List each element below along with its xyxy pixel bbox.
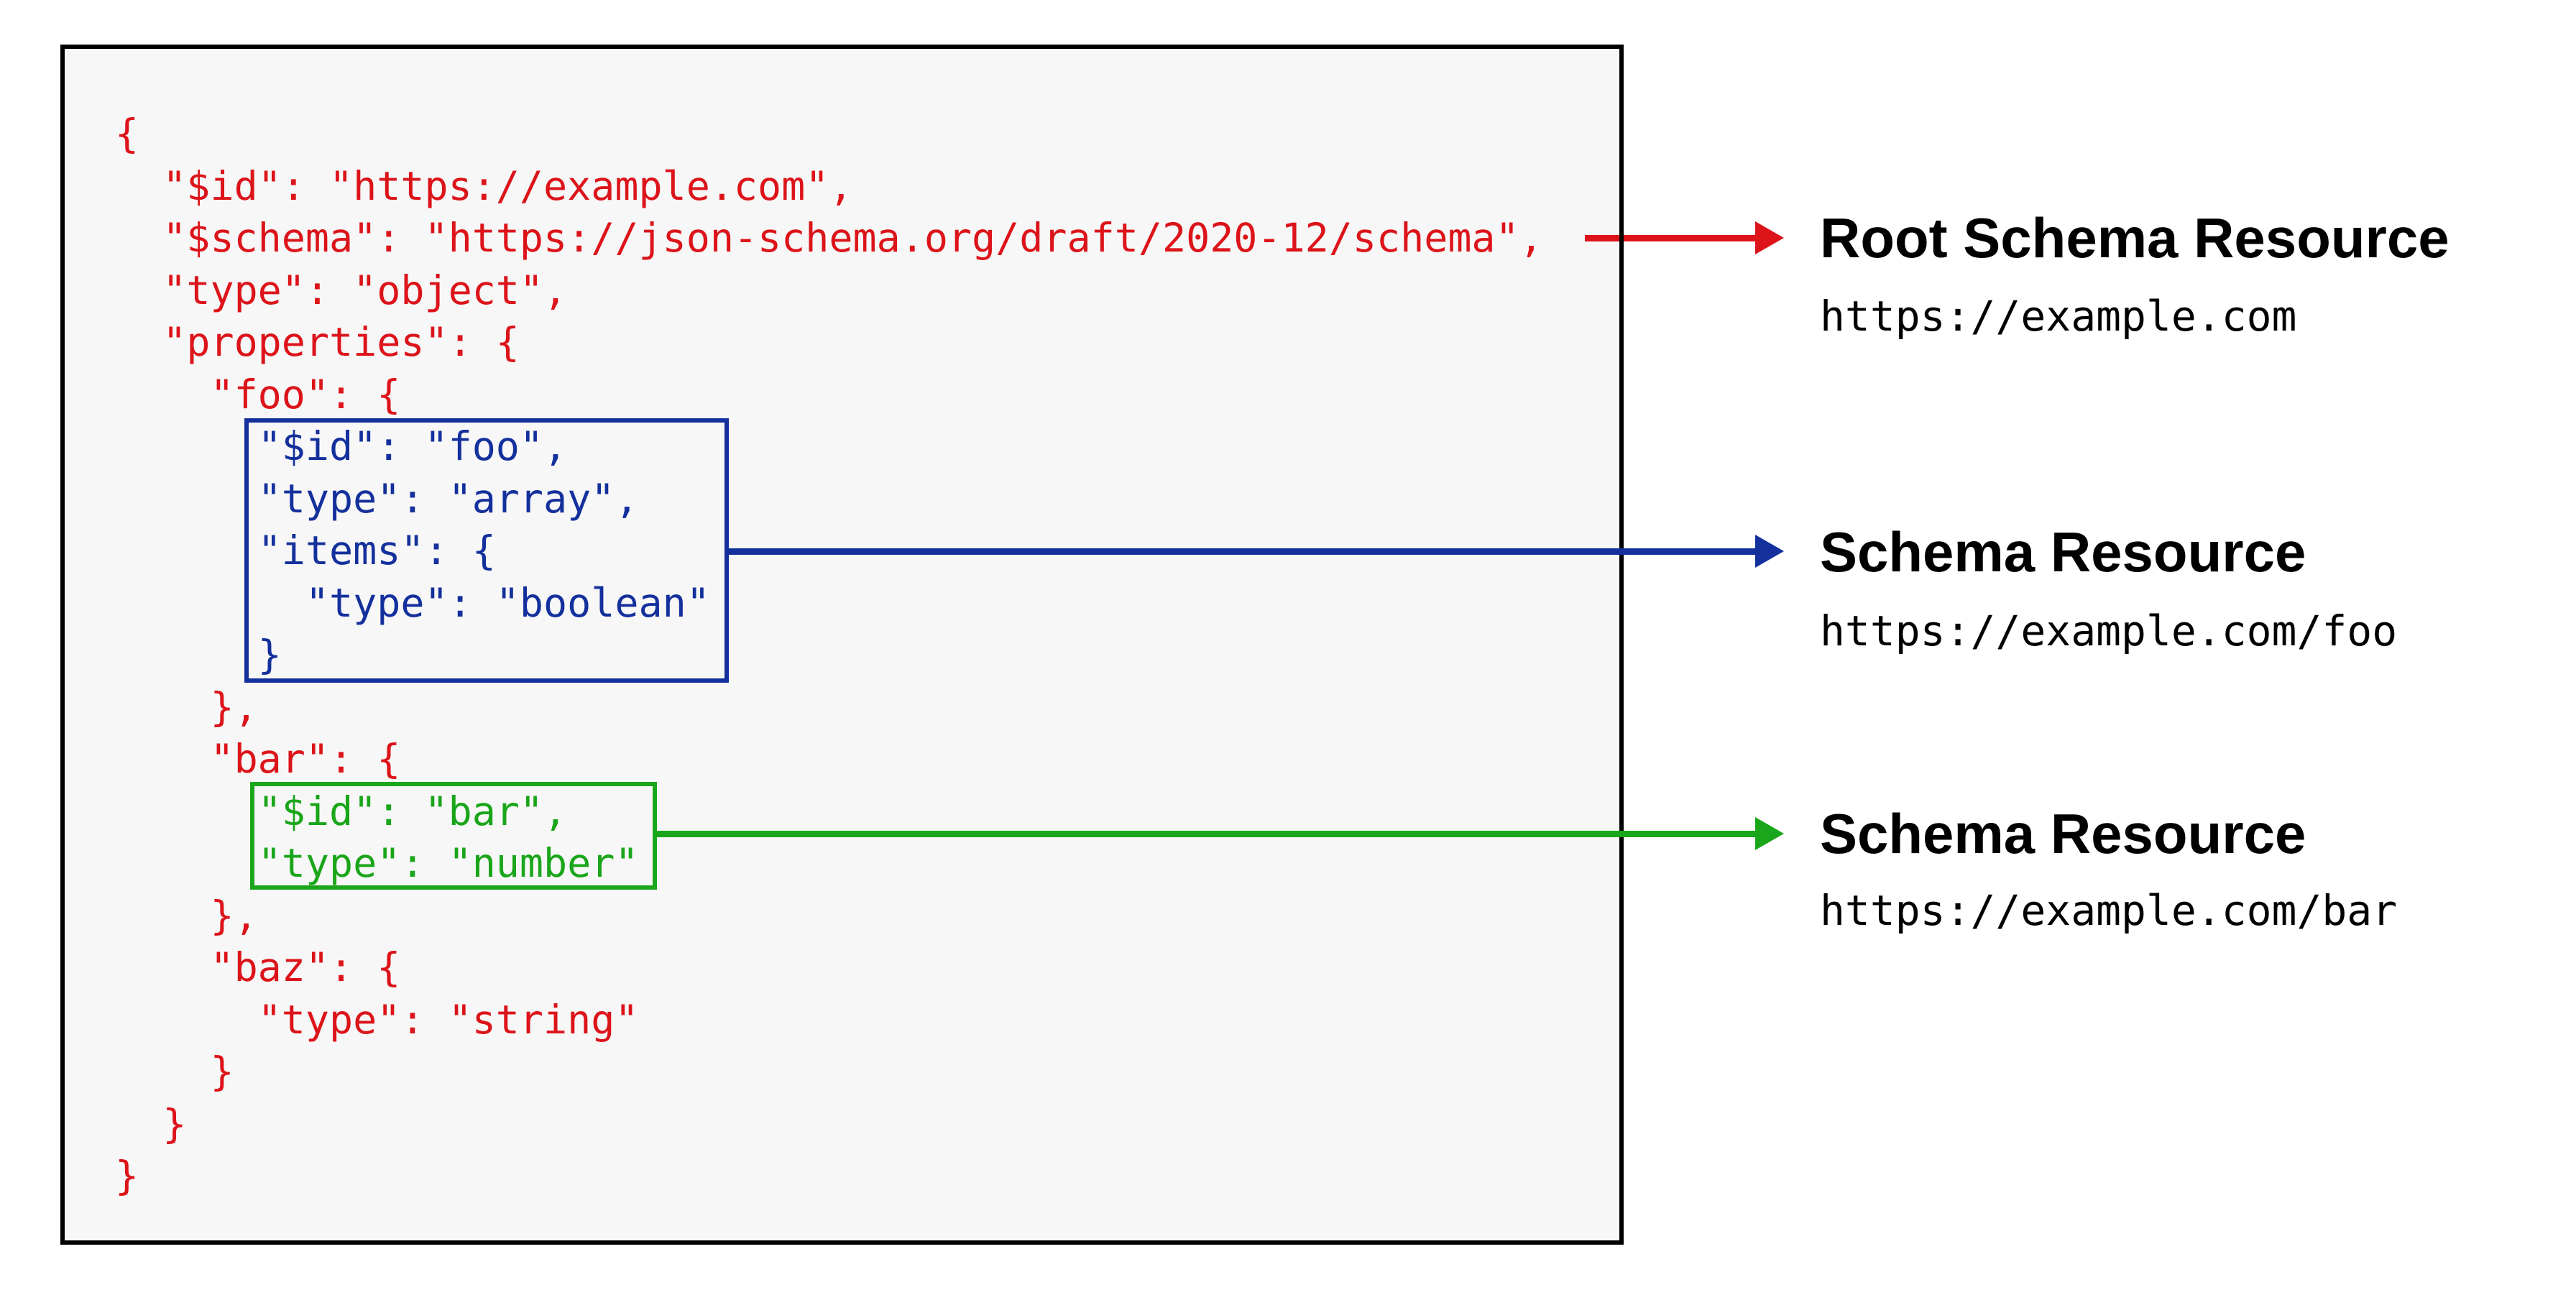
annotation-title: Root Schema Resource [1820,206,2450,269]
schema-code-panel [60,45,1624,1245]
annotation-foo-schema-resource: Schema Resource https://example.com/foo [1820,520,2397,657]
annotation-url: https://example.com [1820,292,2297,341]
code-line: } [115,632,282,678]
json-schema-code: { "$id": "https://example.com", "$schema… [115,108,1543,1202]
arrow-shaft [654,830,1757,837]
annotation-title: Schema Resource [1820,802,2306,865]
code-line: "properties": { [115,319,520,365]
code-line: "type": "boolean" [115,579,710,626]
arrow-shaft [726,548,1757,555]
code-line: } [115,1153,139,1199]
annotation-url: https://example.com/bar [1820,886,2398,935]
code-line: "type": "array", [115,475,639,522]
code-line: "baz": { [115,944,401,990]
annotation-root-schema-resource: Root Schema Resource https://example.com [1820,206,2450,342]
code-line: { [115,111,139,157]
code-line: }, [115,892,258,939]
panel-border-overlay [1619,218,1624,252]
code-line: "type": "string" [115,996,639,1043]
arrowhead-icon [1755,817,1784,850]
code-line: "items": { [115,527,496,573]
code-line: "type": "number" [115,840,639,886]
annotation-bar-schema-resource: Schema Resource https://example.com/bar [1820,801,2397,936]
foo-schema-highlight-box [244,418,729,683]
code-line: }, [115,683,258,730]
arrowhead-icon [1755,535,1784,568]
code-line: "$id": "https://example.com", [115,162,853,209]
code-line: "type": "object", [115,267,568,313]
annotation-url: https://example.com/foo [1820,607,2398,655]
code-line: "$id": "bar", [115,788,568,834]
code-line: "bar": { [115,736,401,782]
arrowhead-icon [1755,221,1784,254]
code-line: "$schema": "https://json-schema.org/draf… [115,215,1543,261]
code-line: "$id": "foo", [115,423,568,469]
code-line: } [115,1100,187,1147]
annotation-title: Schema Resource [1820,520,2306,584]
arrow-shaft [1585,234,1757,241]
bar-schema-highlight-box [250,782,657,890]
code-line: "foo": { [115,371,401,418]
code-line: } [115,1049,234,1094]
